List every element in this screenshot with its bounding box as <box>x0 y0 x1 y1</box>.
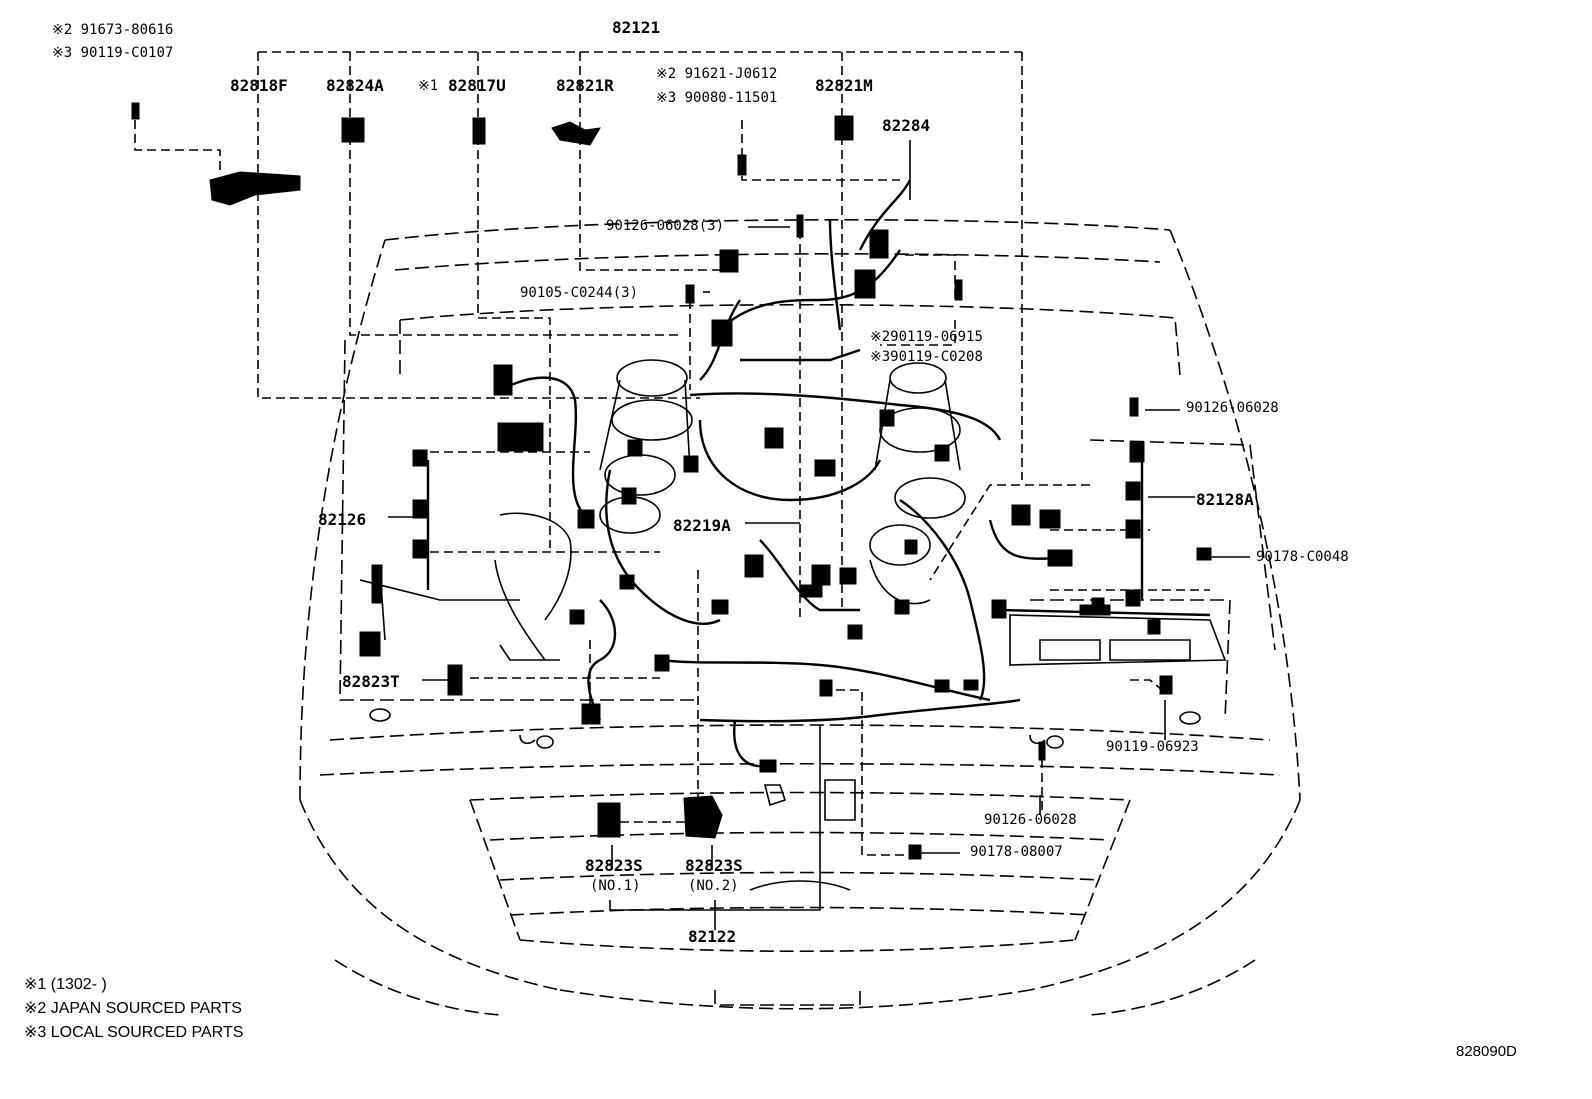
label-82126: 82126 <box>318 510 367 529</box>
label-note-mark-1: ※1 <box>418 78 439 94</box>
label-bolt-90119-C0208: ※390119-C0208 <box>870 349 983 365</box>
label-stud-90126-06028-right: 90126-06028 <box>1186 400 1279 416</box>
label-82821R: 82821R <box>556 76 614 95</box>
label-82122: 82122 <box>688 927 737 946</box>
label-82121: 82121 <box>612 18 661 37</box>
label-82823S-no2-sub: (NO.2) <box>688 878 739 894</box>
label-82821M: 82821M <box>815 76 873 95</box>
label-82219A: 82219A <box>673 516 731 535</box>
harness-bracket-lines <box>134 51 1210 856</box>
footnote-1: ※1 (1302- ) <box>24 976 107 993</box>
solid-leaders <box>388 140 1250 930</box>
engine-components <box>359 359 1227 891</box>
label-82818F: 82818F <box>230 76 288 95</box>
label-82823S-no1-sub: (NO.1) <box>590 878 641 894</box>
label-bolt-90119-C0107: ※3 90119-C0107 <box>52 45 174 61</box>
label-stud-90126-06028-lower: 90126-06028 <box>984 812 1077 828</box>
connectors <box>131 102 1212 860</box>
label-82128A: 82128A <box>1196 490 1254 509</box>
label-bolt-90119-06923: 90119-06923 <box>1106 739 1199 755</box>
label-bolt-90105-C0244-3: 90105-C0244(3) <box>520 285 639 301</box>
label-82823S-no1: 82823S <box>585 856 643 875</box>
label-bolt-90119-06915: ※290119-06915 <box>870 329 983 345</box>
label-82823S-no2: 82823S <box>685 856 743 875</box>
label-bolt-90080-11501: ※3 90080-11501 <box>656 90 778 106</box>
illustration-reference: 828090D <box>1456 1043 1517 1060</box>
label-82817U: 82817U <box>448 76 506 95</box>
label-nut-90178-08007: 90178-08007 <box>970 844 1063 860</box>
label-82823T: 82823T <box>342 672 400 691</box>
label-bolt-91621-J0612: ※2 91621-J0612 <box>656 66 778 82</box>
label-stud-90126-06028-3: 90126-06028(3) <box>606 218 725 234</box>
label-82284: 82284 <box>882 116 931 135</box>
label-bolt-91673-80616: ※2 91673-80616 <box>52 22 174 38</box>
label-82824A: 82824A <box>326 76 384 95</box>
footnote-3: ※3 LOCAL SOURCED PARTS <box>24 1024 244 1041</box>
label-nut-90178-C0048: 90178-C0048 <box>1256 549 1349 565</box>
vehicle-outline <box>299 218 1301 1016</box>
footnote-2: ※2 JAPAN SOURCED PARTS <box>24 1000 242 1017</box>
